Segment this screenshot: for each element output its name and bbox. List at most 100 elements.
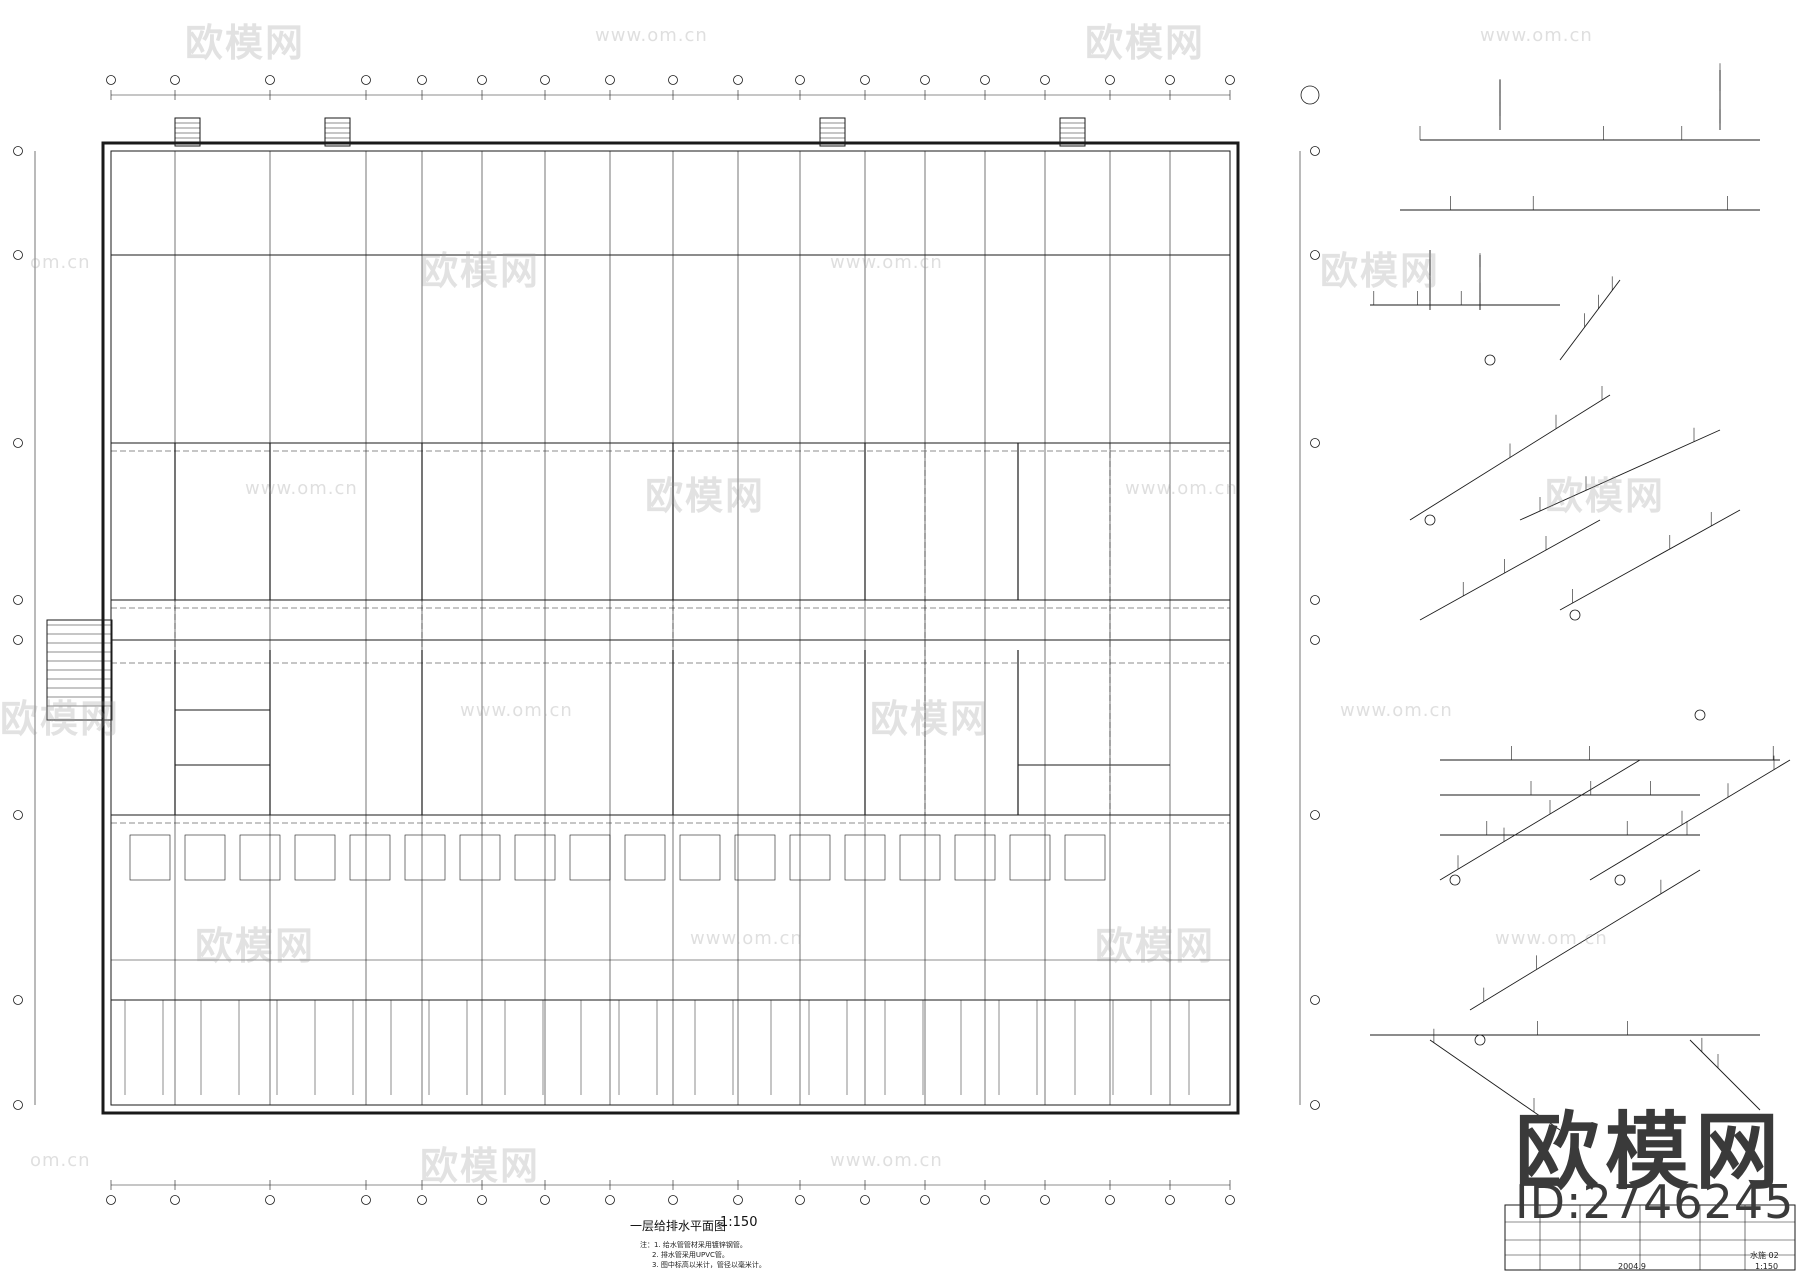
watermark-url: om.cn — [30, 252, 91, 273]
axis-bubble — [920, 75, 930, 85]
room-outline — [1009, 834, 1051, 881]
axis-bubble — [13, 438, 23, 448]
axis-bubble — [170, 1195, 180, 1205]
axis-bubble — [1105, 1195, 1115, 1205]
axis-bubble — [733, 1195, 743, 1205]
axis-bubble — [13, 250, 23, 260]
plan-note: 3. 图中标高以米计，管径以毫米计。 — [652, 1261, 766, 1269]
title-block-date: 2004.9 — [1618, 1262, 1646, 1271]
axis-bubble — [668, 75, 678, 85]
axis-bubble — [540, 1195, 550, 1205]
room-outline — [1064, 834, 1106, 881]
axis-bubble — [13, 1100, 23, 1110]
axis-bubble — [795, 75, 805, 85]
axis-bubble — [795, 1195, 805, 1205]
title-block — [1504, 1204, 1796, 1271]
watermark-logo: 欧模网 — [1320, 249, 1441, 293]
isometric-pipe — [1419, 519, 1601, 621]
axis-bubble — [860, 1195, 870, 1205]
axis-bubble — [265, 75, 275, 85]
axis-bubble — [13, 146, 23, 156]
plan-title: 一层给排水平面图 — [630, 1219, 727, 1233]
axis-bubble — [540, 75, 550, 85]
watermark-url: www.om.cn — [595, 25, 708, 46]
axis-bubble — [1310, 250, 1320, 260]
axis-bubble — [13, 595, 23, 605]
isometric-pipe — [1439, 759, 1641, 881]
axis-bubble — [1310, 810, 1320, 820]
room-outline — [239, 834, 281, 881]
watermark-logo: 欧模网 — [420, 249, 541, 293]
watermark-url: www.om.cn — [460, 700, 573, 721]
watermark-logo: 欧模网 — [195, 924, 316, 968]
watermark-logo: 欧模网 — [1095, 924, 1216, 968]
stair — [324, 117, 351, 147]
stair — [174, 117, 201, 147]
riser-symbol — [1424, 514, 1436, 526]
room-outline — [294, 834, 336, 881]
axis-bubble — [980, 75, 990, 85]
axis-bubble — [265, 1195, 275, 1205]
corner-id: ID:2746245 — [1515, 1175, 1795, 1229]
riser-symbol — [1484, 354, 1496, 366]
watermark-url: www.om.cn — [830, 252, 943, 273]
room-outline — [404, 834, 446, 881]
stair — [819, 117, 846, 147]
axis-bubble — [106, 1195, 116, 1205]
watermark-url: om.cn — [30, 1150, 91, 1171]
axis-bubble — [605, 75, 615, 85]
axis-bubble — [1225, 1195, 1235, 1205]
corner-logo: 欧模网 — [1515, 1103, 1786, 1201]
watermark-logo: 欧模网 — [1085, 21, 1206, 65]
riser-symbol — [1694, 709, 1706, 721]
room-outline — [789, 834, 831, 881]
room-outline — [569, 834, 611, 881]
axis-bubble — [605, 1195, 615, 1205]
room-outline — [349, 834, 391, 881]
axis-bubble — [477, 75, 487, 85]
axis-bubble — [170, 75, 180, 85]
watermark-url: www.om.cn — [690, 928, 803, 949]
title-block-scale: 1:150 — [1755, 1262, 1779, 1271]
axis-bubble — [1310, 1100, 1320, 1110]
plan-scale: 1:150 — [720, 1215, 758, 1230]
axis-bubble — [1310, 146, 1320, 156]
axis-bubble — [361, 75, 371, 85]
watermark-logo: 欧模网 — [185, 21, 306, 65]
watermark-logo: 欧模网 — [1545, 474, 1666, 518]
axis-bubble — [1310, 995, 1320, 1005]
room-outline — [129, 834, 171, 881]
watermark-url: www.om.cn — [1125, 478, 1238, 499]
room-outline — [899, 834, 941, 881]
isometric-pipe — [1559, 509, 1741, 611]
axis-bubble — [361, 1195, 371, 1205]
axis-bubble — [980, 1195, 990, 1205]
axis-bubble — [417, 1195, 427, 1205]
axis-bubble — [668, 1195, 678, 1205]
riser-symbol — [1449, 874, 1461, 886]
watermark-url: www.om.cn — [245, 478, 358, 499]
room-outline — [459, 834, 501, 881]
watermark-logo: 欧模网 — [0, 697, 121, 741]
room-outline — [734, 834, 776, 881]
axis-bubble — [13, 995, 23, 1005]
room-outline — [184, 834, 226, 881]
plan-note: 注：1. 给水管管材采用镀锌钢管。 — [640, 1241, 747, 1249]
watermark-logo: 欧模网 — [420, 1144, 541, 1188]
axis-bubble — [1310, 595, 1320, 605]
axis-bubble — [13, 635, 23, 645]
plan-note: 2. 排水管采用UPVC管。 — [652, 1251, 729, 1259]
isometric-pipe — [1589, 759, 1791, 881]
riser-symbol — [1474, 1034, 1486, 1046]
watermark-url: www.om.cn — [1495, 928, 1608, 949]
axis-bubble — [733, 75, 743, 85]
axis-bubble — [1040, 75, 1050, 85]
watermark-url: www.om.cn — [1480, 25, 1593, 46]
riser-symbol — [1569, 609, 1581, 621]
room-outline — [679, 834, 721, 881]
axis-bubble — [1165, 1195, 1175, 1205]
north-arrow — [1300, 85, 1320, 105]
axis-bubble — [1310, 635, 1320, 645]
